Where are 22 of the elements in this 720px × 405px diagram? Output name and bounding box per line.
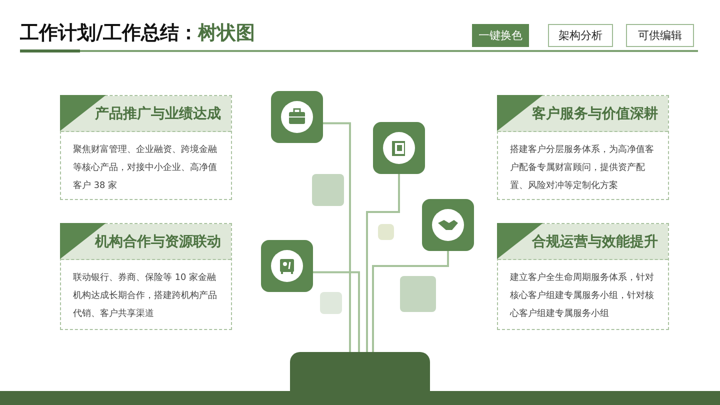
- text-card: [60, 95, 232, 200]
- branch-line: [372, 251, 449, 352]
- structure-button: 架构分析: [548, 24, 613, 47]
- title-highlight: 树状图: [198, 21, 255, 46]
- branch-line: [366, 174, 400, 352]
- card-text: 联动银行、券商、保险等 10 家金融机构达成长期合作，搭建跨机构产品代销、客户共享渠道: [73, 272, 218, 321]
- icon-tile: [271, 91, 323, 143]
- branch-line: [323, 122, 351, 352]
- text-card: [60, 223, 232, 330]
- title: 工作计划/工作总结：: [20, 21, 198, 46]
- text-card: [497, 223, 669, 330]
- card-text: 建立客户全生命周期服务体系，针对核心客户组建专属服务小组，针对核心客户组建专属服务小组: [510, 272, 655, 321]
- recolor-button: 一键换色: [472, 24, 529, 47]
- branch-line: [313, 271, 360, 352]
- icon-tile: [422, 199, 474, 251]
- card-text: 聚焦财富管理、企业融资、跨境金融等核心产品，对接中小企业、高净值客户 38 家: [73, 144, 218, 193]
- icon-tile: [373, 122, 425, 174]
- icon-tile: [261, 240, 313, 292]
- edit-button: 可供编辑: [626, 24, 694, 47]
- trunk-base: [290, 352, 430, 391]
- card-text: 搭建客户分层服务体系，为高净值客户配备专属财富顾问，提供资产配置、风险对冲等定制化方案: [510, 144, 655, 193]
- text-card: [497, 95, 669, 200]
